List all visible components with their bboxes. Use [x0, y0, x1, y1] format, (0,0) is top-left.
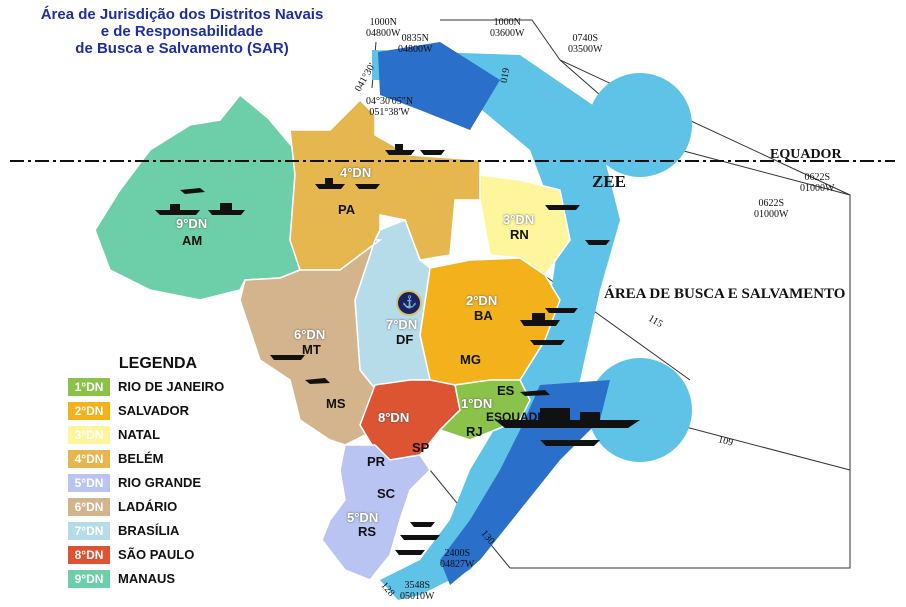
- legend-item: 3°DN NATAL: [68, 425, 250, 445]
- region-9dn: [94, 93, 301, 301]
- aircraft-icon: [520, 390, 550, 396]
- esquadra-label: ESQUADRA: [486, 410, 555, 424]
- legend-swatch: 7°DN: [68, 522, 110, 540]
- zee-ocean-area: [372, 42, 692, 600]
- state-sc: SC: [377, 486, 396, 501]
- legend-swatch: 6°DN: [68, 498, 110, 516]
- ship-icon: [495, 408, 640, 428]
- ship-icons: [155, 144, 640, 555]
- legend-item-label: RIO DE JANEIRO: [118, 379, 225, 394]
- ship-icon: [520, 313, 560, 326]
- legend-item: 8°DN SÃO PAULO: [68, 545, 250, 565]
- zee-label: ZEE: [592, 172, 627, 191]
- legend-item-label: SÃO PAULO: [118, 547, 195, 562]
- state-sp: SP: [412, 440, 430, 455]
- state-mg: MG: [460, 352, 481, 367]
- district-label-5dn: 5°DN: [347, 510, 379, 525]
- map-title: Área de Jurisdição dos Distritos Navais …: [32, 6, 332, 57]
- sar-area-label: ÁREA DE BUSCA E SALVAMENTO: [604, 286, 846, 302]
- ship-icon: [585, 240, 610, 245]
- state-rj: RJ: [466, 424, 483, 439]
- state-mt: MT: [302, 342, 321, 357]
- ship-icon: [410, 522, 435, 527]
- legend-item: 1°DN RIO DE JANEIRO: [68, 377, 250, 397]
- title-line-1: Área de Jurisdição dos Distritos Navais: [40, 6, 324, 23]
- legend-item-label: RIO GRANDE: [118, 475, 202, 490]
- district-label-4dn: 4°DN: [340, 165, 372, 180]
- legend-item-label: LADÁRIO: [118, 499, 178, 514]
- district-label-3dn: 3°DN: [503, 212, 535, 227]
- region-5dn: [321, 444, 431, 581]
- title-line-3: de Busca e Salvamento (SAR): [75, 40, 289, 57]
- legend-item: 4°DN BELÉM: [68, 449, 250, 469]
- aircraft-icon: [305, 378, 330, 384]
- district-label-2dn: 2°DN: [466, 293, 498, 308]
- ship-icon: [545, 205, 580, 210]
- ship-icon: [270, 355, 305, 360]
- ship-icon: [385, 144, 415, 155]
- legend-item-label: NATAL: [118, 427, 161, 442]
- legend: LEGENDA 1°DN RIO DE JANEIRO 2°DN SALVADOR 3°…: [66, 351, 250, 588]
- state-es: ES: [497, 383, 515, 398]
- legend-swatch: 2°DN: [68, 402, 110, 420]
- legend-item: 7°DN BRASÍLIA: [68, 521, 250, 541]
- district-label-7dn: 7°DN: [386, 317, 418, 332]
- state-pr: PR: [367, 454, 386, 469]
- ship-icon: [400, 535, 440, 540]
- aircraft-icon: [180, 188, 205, 194]
- ship-icon: [315, 178, 345, 189]
- ship-icon: [540, 440, 600, 446]
- legend-swatch: 1°DN: [68, 378, 110, 396]
- equator-label: EQUADOR: [770, 147, 842, 162]
- legend-swatch: 8°DN: [68, 546, 110, 564]
- district-label-9dn: 9°DN: [176, 216, 208, 231]
- ship-icon: [355, 184, 380, 189]
- district-regions: [94, 93, 571, 581]
- ship-icon: [208, 203, 245, 215]
- legend-item-label: BELÉM: [118, 451, 164, 466]
- legend-item-label: MANAUS: [118, 571, 176, 586]
- ship-icon: [155, 204, 200, 215]
- district-label-6dn: 6°DN: [294, 327, 326, 342]
- legend-item: 9°DN MANAUS: [68, 569, 250, 589]
- navy-seal-icon: ⚓: [396, 290, 422, 316]
- district-label-1dn: 1°DN: [461, 396, 493, 411]
- legend-swatch: 3°DN: [68, 426, 110, 444]
- legend-title: LEGENDA: [118, 355, 198, 372]
- legend-item-label: SALVADOR: [118, 403, 190, 418]
- title-line-2: e de Responsabilidade: [100, 23, 264, 40]
- state-pa: PA: [338, 202, 356, 217]
- state-ms: MS: [326, 396, 346, 411]
- state-rs: RS: [358, 524, 377, 539]
- legend-swatch: 9°DN: [68, 570, 110, 588]
- legend-swatch: 5°DN: [68, 474, 110, 492]
- state-am: AM: [182, 233, 203, 248]
- legend-item: 6°DN LADÁRIO: [68, 497, 250, 517]
- ship-icon: [545, 308, 578, 313]
- state-df: DF: [396, 332, 414, 347]
- legend-item: 2°DN SALVADOR: [68, 401, 250, 421]
- district-label-8dn: 8°DN: [378, 410, 410, 425]
- ship-icon: [395, 550, 425, 555]
- ship-icon: [420, 150, 445, 155]
- state-rn: RN: [510, 227, 529, 242]
- legend-swatch: 4°DN: [68, 450, 110, 468]
- state-ba: BA: [474, 308, 493, 323]
- legend-item-label: BRASÍLIA: [118, 523, 180, 538]
- ship-icon: [530, 340, 565, 345]
- legend-item: 5°DN RIO GRANDE: [68, 473, 250, 493]
